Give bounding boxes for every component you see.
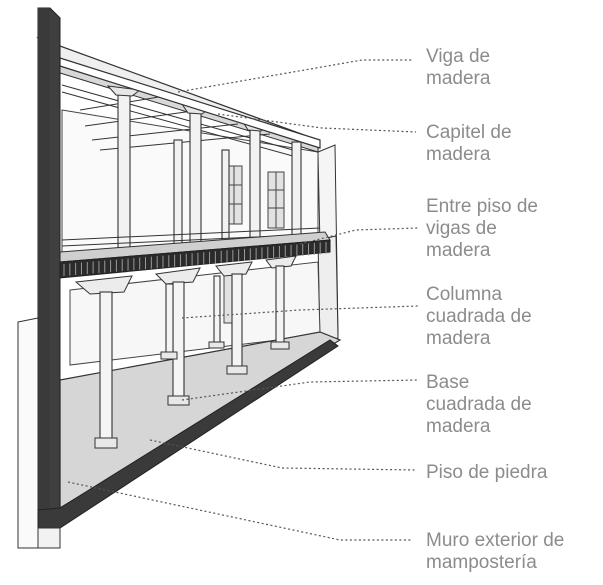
lower-capitals <box>74 255 297 295</box>
lower-column <box>99 291 113 441</box>
column-bases <box>94 341 290 449</box>
upper-column <box>221 149 230 247</box>
column-base <box>226 365 248 375</box>
label-piso-de-piedra: Piso de piedra <box>426 462 548 483</box>
leader-entrepiso <box>299 227 419 245</box>
lower-columns <box>99 265 285 441</box>
column-base <box>208 341 225 349</box>
label-capitel-de-madera: Capitel de madera <box>426 122 512 165</box>
capital <box>215 261 253 277</box>
upper-column <box>117 91 131 251</box>
capital <box>154 267 201 285</box>
upper-column <box>189 109 202 251</box>
lower-column <box>165 283 174 355</box>
column-base <box>167 395 190 406</box>
capital <box>106 85 142 97</box>
leader-columna <box>181 305 419 319</box>
capital <box>74 275 133 295</box>
joist-ticks <box>63 242 327 276</box>
lower-column <box>231 273 243 369</box>
leader-capitel <box>217 113 417 133</box>
column-base <box>270 341 290 350</box>
wall-cut-light <box>17 317 39 549</box>
upper-column <box>173 139 183 247</box>
exterior-wall-section <box>38 8 50 525</box>
upper-column <box>249 127 261 249</box>
lower-column <box>213 275 221 345</box>
leader-viga <box>177 59 412 93</box>
column-base <box>94 437 118 449</box>
leader-lines <box>67 59 419 541</box>
label-columna: Columna cuadrada de madera <box>426 284 532 349</box>
label-entre-piso: Entre piso de vigas de madera <box>426 196 538 261</box>
wall-base-front <box>37 527 61 549</box>
label-muro-exterior: Muro exterior de mampostería <box>426 530 565 573</box>
label-base: Base cuadrada de madera <box>426 372 532 437</box>
label-viga-de-madera: Viga de madera <box>426 46 491 89</box>
leader-piso <box>149 439 417 471</box>
lower-column <box>275 265 285 345</box>
leader-muro <box>67 481 412 541</box>
lower-column <box>172 281 185 399</box>
column-base <box>160 351 178 360</box>
window-upper-2 <box>267 171 285 229</box>
capital <box>265 255 297 269</box>
balcony-rail <box>61 227 321 241</box>
upper-column <box>291 141 302 247</box>
